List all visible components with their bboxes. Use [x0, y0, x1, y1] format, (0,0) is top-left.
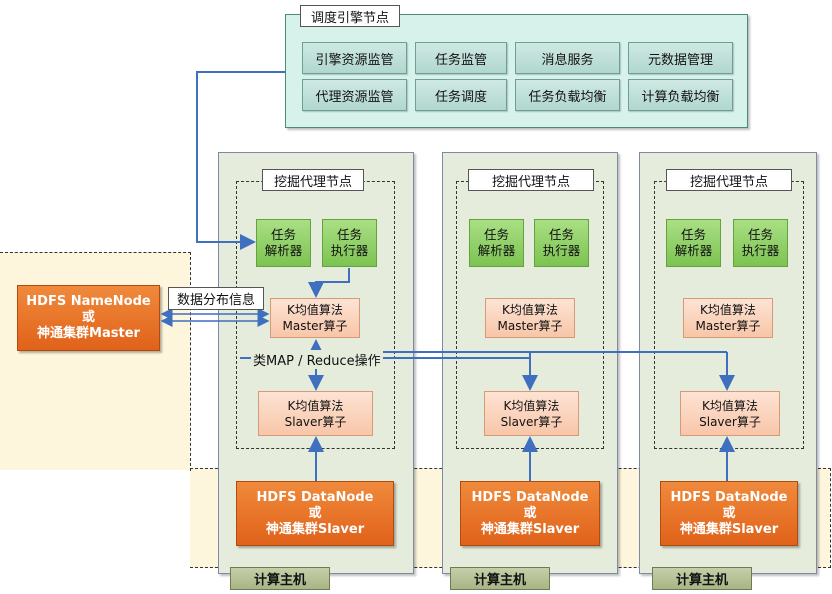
agent-node-title-1: 挖掘代理节点 — [262, 169, 364, 191]
hdfs-datanode-1: HDFS DataNode 或 神通集群Slaver — [236, 481, 394, 546]
agent-node-title-3: 挖掘代理节点 — [666, 169, 792, 191]
module-task-load-balancing: 任务负载均衡 — [515, 79, 620, 111]
module-task-scheduling: 任务调度 — [415, 79, 507, 111]
hdfs-datanode-2: HDFS DataNode 或 神通集群Slaver — [460, 481, 600, 546]
agent-node-title-2: 挖掘代理节点 — [468, 169, 594, 191]
scheduler-title: 调度引擎节点 — [300, 5, 400, 27]
map-reduce-label: 类MAP / Reduce操作 — [251, 350, 383, 369]
module-agent-resource-monitor: 代理资源监管 — [302, 79, 407, 111]
task-executor-3: 任务 执行器 — [733, 219, 788, 267]
module-compute-load-balancing: 计算负载均衡 — [628, 79, 733, 111]
data-distribution-info-label: 数据分布信息 — [168, 287, 264, 310]
task-parser-1: 任务 解析器 — [256, 219, 311, 267]
task-parser-2: 任务 解析器 — [469, 219, 524, 267]
module-message-service: 消息服务 — [515, 42, 620, 74]
hdfs-namenode: HDFS NameNode 或 神通集群Master — [17, 285, 160, 351]
task-executor-2: 任务 执行器 — [534, 219, 589, 267]
arrow-executor-to-master — [308, 268, 350, 298]
task-parser-3: 任务 解析器 — [666, 219, 721, 267]
compute-host-label-2: 计算主机 — [450, 567, 550, 590]
task-executor-1: 任务 执行器 — [322, 219, 377, 267]
module-engine-resource-monitor: 引擎资源监管 — [302, 42, 407, 74]
kmeans-slaver-operator-3: K均值算法 Slaver算子 — [680, 391, 780, 436]
module-task-monitor: 任务监管 — [415, 42, 507, 74]
kmeans-master-operator-3: K均值算法 Master算子 — [683, 298, 773, 338]
kmeans-master-operator-1: K均值算法 Master算子 — [270, 298, 360, 338]
kmeans-slaver-operator-2: K均值算法 Slaver算子 — [484, 391, 579, 436]
kmeans-master-operator-2: K均值算法 Master算子 — [485, 298, 575, 338]
hdfs-datanode-3: HDFS DataNode 或 神通集群Slaver — [660, 481, 798, 546]
compute-host-label-1: 计算主机 — [230, 567, 330, 590]
kmeans-slaver-operator-1: K均值算法 Slaver算子 — [258, 391, 373, 436]
module-metadata-management: 元数据管理 — [628, 42, 733, 74]
compute-host-label-3: 计算主机 — [652, 567, 752, 590]
arrow-scheduler-to-parser — [196, 71, 285, 250]
namenode-zone — [0, 252, 191, 471]
